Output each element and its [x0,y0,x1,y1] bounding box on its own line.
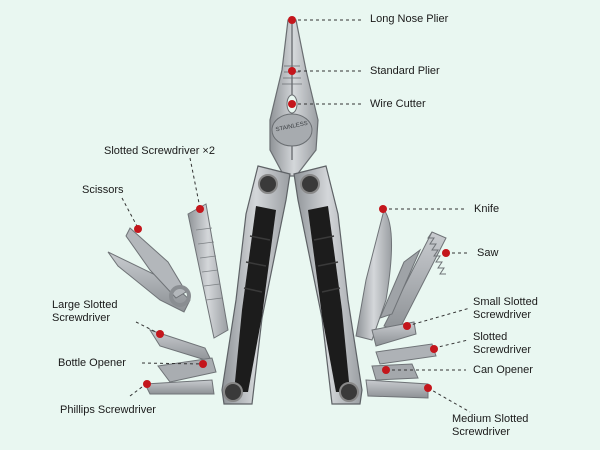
marker-saw [442,249,450,257]
label-can-opener: Can Opener [473,364,533,376]
saw-blade [379,231,447,333]
leader-slotted-screwdriver [433,339,469,349]
label-large-slotted-screwdriver: Large Slotted Screwdriver [52,299,118,324]
label-standard-plier: Standard Plier [370,65,440,77]
label-knife: Knife [474,203,500,215]
marker-medium-slotted-screwdriver [424,384,432,392]
label-long-nose-plier: Long Nose Plier [370,13,449,25]
marker-scissors [134,225,142,233]
left-handle [221,165,291,405]
label-scissors: Scissors [82,184,124,196]
can-opener-blade [371,363,419,381]
label-slotted-screwdriver-x2: Slotted Screwdriver ×2 [104,145,215,157]
medium-slotted-screwdriver-blade [365,379,429,399]
plier-jaws: STAINLESS [269,19,319,177]
label-slotted-screwdriver: Slotted Screwdriver [473,331,532,356]
knife-blade [355,208,392,341]
marker-knife [379,205,387,213]
label-wire-cutter: Wire Cutter [370,98,426,110]
marker-large-slotted-screwdriver [156,330,164,338]
phillips-screwdriver-blade [144,379,215,395]
marker-bottle-opener [199,360,207,368]
marker-wire-cutter [288,100,296,108]
label-medium-slotted-screwdriver: Medium Slotted Screwdriver [452,413,529,438]
marker-can-opener [382,366,390,374]
leader-medium-slotted-screwdriver [427,387,471,413]
leader-lines [121,19,471,413]
marker-slotted-screwdriver-x2 [196,205,204,213]
slotted-screwdriver-file-blade [187,203,229,339]
leader-small-slotted-screwdriver [406,307,471,327]
slotted-screwdriver-blade [375,343,437,365]
marker-small-slotted-screwdriver [403,322,411,330]
right-handle [293,165,363,405]
marker-slotted-screwdriver [430,345,438,353]
leader-large-slotted-screwdriver [135,321,161,335]
label-saw: Saw [477,247,499,259]
marker-standard-plier [288,67,296,75]
bottle-opener-blade [157,357,217,383]
label-bottle-opener: Bottle Opener [58,357,126,369]
leader-bottle-opener [141,362,204,365]
leader-scissors [121,197,139,229]
label-small-slotted-screwdriver: Small Slotted Screwdriver [473,296,538,321]
scissors-tool [107,227,191,313]
label-phillips-screwdriver: Phillips Screwdriver [60,404,156,416]
marker-long-nose-plier [288,16,296,24]
callout-markers [134,16,450,392]
leader-slotted-screwdriver-x2 [189,157,201,209]
marker-phillips-screwdriver [143,380,151,388]
